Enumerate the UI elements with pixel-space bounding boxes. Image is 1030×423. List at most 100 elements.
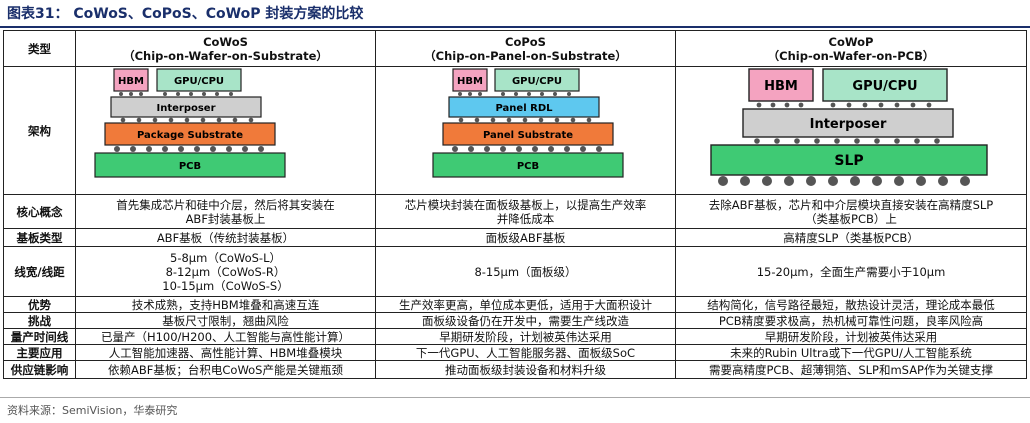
cowop-diagram-cell: HBM GPU/CPU Interposer SLP (675, 66, 1027, 195)
cowop-name: CoWoP (828, 34, 874, 49)
cowos-linewidth-line: 5-8μm（CoWoS-L） (170, 250, 281, 265)
cowos-linewidth-line: 10-15μm（CoWoS-S） (162, 278, 289, 293)
cowos-diagram-cell: HBM GPU/CPU Interposer Package Substrate (75, 66, 376, 195)
cowop-gpu-block (822, 68, 948, 102)
cowos-interposer-label: Interposer (156, 103, 215, 114)
row-label-substrate: 基板类型 (3, 228, 76, 247)
copos-linewidth: 8-15μm（面板级） (375, 246, 676, 297)
cowop-timeline: 早期研发阶段，计划被英伟达采用 (675, 328, 1027, 345)
cowos-substrate-label: Package Substrate (136, 130, 242, 141)
cowos-substrate-block (103, 122, 276, 146)
copos-application: 下一代GPU、人工智能服务器、面板级SoC (375, 344, 676, 361)
cowop-interposer-label: Interposer (810, 117, 887, 132)
cowos-hbm-label: HBM (118, 76, 144, 87)
copos-challenge: 面板级设备仍在开发中，需要生产线改造 (375, 312, 676, 329)
row-label-timeline: 量产时间线 (3, 328, 76, 345)
row-label-type: 类型 (3, 30, 76, 67)
row-concept: 核心概念 首先集成芯片和硅中介层，然后将其安装在 ABF封装基板上 芯片模块封装… (3, 194, 1027, 229)
copos-timeline: 早期研发阶段，计划被英伟达采用 (375, 328, 676, 345)
row-advantage: 优势 技术成熟，支持HBM堆叠和高速互连 生产效率更高，单位成本更低，适用于大面… (3, 296, 1027, 313)
copos-substrate-label: Panel Substrate (482, 130, 572, 141)
copos-gpu-label: GPU/CPU (511, 76, 561, 87)
col-header-cowos: CoWoS （Chip-on-Wafer-on-Substrate） (75, 30, 376, 67)
copos-diagram-cell: HBM GPU/CPU Panel RDL Panel Substrate (375, 66, 676, 195)
cowos-pcb-block (93, 152, 286, 178)
cowos-stack-diagram: HBM GPU/CPU Interposer Package Substrate (93, 68, 286, 178)
row-arch: 架构 HBM GPU/CPU Interposer Package Substr… (3, 66, 1027, 195)
copos-substrate-block (441, 122, 614, 146)
cowos-substrate: ABF基板（传统封装基板） (75, 228, 376, 247)
row-type: 类型 CoWoS （Chip-on-Wafer-on-Substrate） Co… (3, 30, 1027, 67)
cowos-microbumps (118, 92, 233, 96)
cowop-challenge: PCB精度要求极高，热机械可靠性问题，良率风险高 (675, 312, 1027, 329)
cowop-stack-diagram: HBM GPU/CPU Interposer SLP (710, 68, 988, 186)
copos-hbm-label: HBM (457, 76, 483, 87)
cowop-concept-line: （类基板PCB）上 (805, 211, 897, 226)
cowop-substrate: 高精度SLP（类基板PCB） (675, 228, 1027, 247)
cowop-concept: 去除ABF基板，芯片和中介层模块直接安装在高精度SLP （类基板PCB）上 (675, 194, 1027, 229)
row-linewidth: 线宽/线距 5-8μm（CoWoS-L） 8-12μm（CoWoS-R） 10-… (3, 246, 1027, 297)
cowop-slp-label: SLP (834, 153, 863, 169)
cowos-linewidth: 5-8μm（CoWoS-L） 8-12μm（CoWoS-R） 10-15μm（C… (75, 246, 376, 297)
row-label-application: 主要应用 (3, 344, 76, 361)
row-timeline: 量产时间线 已量产（H100/H200、人工智能与高性能计算） 早期研发阶段，计… (3, 328, 1027, 345)
cowop-bga-balls (718, 176, 970, 186)
cowop-hbm-block (748, 68, 814, 102)
cowos-gpu-block (155, 68, 242, 92)
source-rule (0, 397, 1030, 398)
cowos-challenge: 基板尺寸限制，翘曲风险 (75, 312, 376, 329)
copos-name: CoPoS (505, 34, 546, 49)
copos-pcb-label: PCB (516, 161, 538, 172)
cowos-full-name: （Chip-on-Wafer-on-Substrate） (123, 48, 328, 63)
copos-hbm-block (451, 68, 488, 92)
cowop-gpu-label: GPU/CPU (852, 79, 917, 94)
row-label-linewidth: 线宽/线距 (3, 246, 76, 297)
copos-advantage: 生产效率更高，单位成本更低，适用于大面积设计 (375, 296, 676, 313)
cowos-linewidth-line: 8-12μm（CoWoS-R） (165, 264, 286, 279)
title-rule (0, 26, 1030, 28)
cowop-microbumps (756, 102, 932, 108)
copos-concept-line: 芯片模块封装在面板级基板上，以提高生产效率 (404, 197, 647, 212)
row-label-arch: 架构 (3, 66, 76, 195)
copos-supply: 推动面板级封装设备和材料升级 (375, 360, 676, 379)
row-application: 主要应用 人工智能加速器、高性能计算、HBM堆叠模块 下一代GPU、人工智能服务… (3, 344, 1027, 361)
cowos-c4-bumps (120, 117, 253, 123)
row-supply: 供应链影响 依赖ABF基板；台积电CoWoS产能是关键瓶颈 推动面板级封装设备和… (3, 360, 1027, 379)
cowos-gpu-label: GPU/CPU (173, 76, 223, 87)
cowop-supply: 需要高精度PCB、超薄铜箔、SLP和mSAP作为关键支撑 (675, 360, 1027, 379)
cowos-concept-line: ABF封装基板上 (185, 211, 266, 226)
cowop-linewidth: 15-20μm，全面生产需要小于10μm (675, 246, 1027, 297)
comparison-table: 类型 CoWoS （Chip-on-Wafer-on-Substrate） Co… (3, 30, 1027, 379)
row-label-advantage: 优势 (3, 296, 76, 313)
copos-stack-diagram: HBM GPU/CPU Panel RDL Panel Substrate (431, 68, 624, 178)
copos-concept: 芯片模块封装在面板级基板上，以提高生产效率 并降低成本 (375, 194, 676, 229)
row-substrate: 基板类型 ABF基板（传统封装基板） 面板级ABF基板 高精度SLP（类基板PC… (3, 228, 1027, 247)
cowop-full-name: （Chip-on-Wafer-on-PCB） (767, 48, 935, 63)
copos-panel-rdl-block (447, 96, 600, 118)
cowop-hbm-label: HBM (764, 79, 798, 94)
cowop-advantage: 结构简化，信号路径最短，散热设计灵活，理论成本最低 (675, 296, 1027, 313)
copos-gpu-block (493, 68, 580, 92)
copos-bga-balls (451, 146, 602, 152)
row-label-challenge: 挑战 (3, 312, 76, 329)
cowos-name: CoWoS (203, 34, 248, 49)
cowos-supply: 依赖ABF基板；台积电CoWoS产能是关键瓶颈 (75, 360, 376, 379)
copos-microbumps (457, 92, 571, 96)
source-note: 资料来源：SemiVision，华泰研究 (7, 404, 178, 417)
copos-panel-rdl-label: Panel RDL (495, 103, 553, 114)
cowop-interposer-block (742, 108, 954, 138)
cowos-application: 人工智能加速器、高性能计算、HBM堆叠模块 (75, 344, 376, 361)
cowos-advantage: 技术成熟，支持HBM堆叠和高速互连 (75, 296, 376, 313)
figure-title: 图表31： CoWoS、CoPoS、CoWoP 封装方案的比较 (7, 6, 364, 22)
copos-full-name: （Chip-on-Panel-on-Substrate） (424, 48, 627, 63)
copos-c4-bumps (458, 117, 591, 123)
cowos-hbm-block (112, 68, 149, 92)
copos-concept-line: 并降低成本 (496, 211, 555, 226)
cowos-concept-line: 首先集成芯片和硅中介层，然后将其安装在 (116, 197, 335, 212)
row-label-supply: 供应链影响 (3, 360, 76, 379)
col-header-copos: CoPoS （Chip-on-Panel-on-Substrate） (375, 30, 676, 67)
cowos-concept: 首先集成芯片和硅中介层，然后将其安装在 ABF封装基板上 (75, 194, 376, 229)
cowop-application: 未来的Rubin Ultra或下一代GPU/人工智能系统 (675, 344, 1027, 361)
cowos-bga-balls (113, 146, 264, 152)
row-label-concept: 核心概念 (3, 194, 76, 229)
